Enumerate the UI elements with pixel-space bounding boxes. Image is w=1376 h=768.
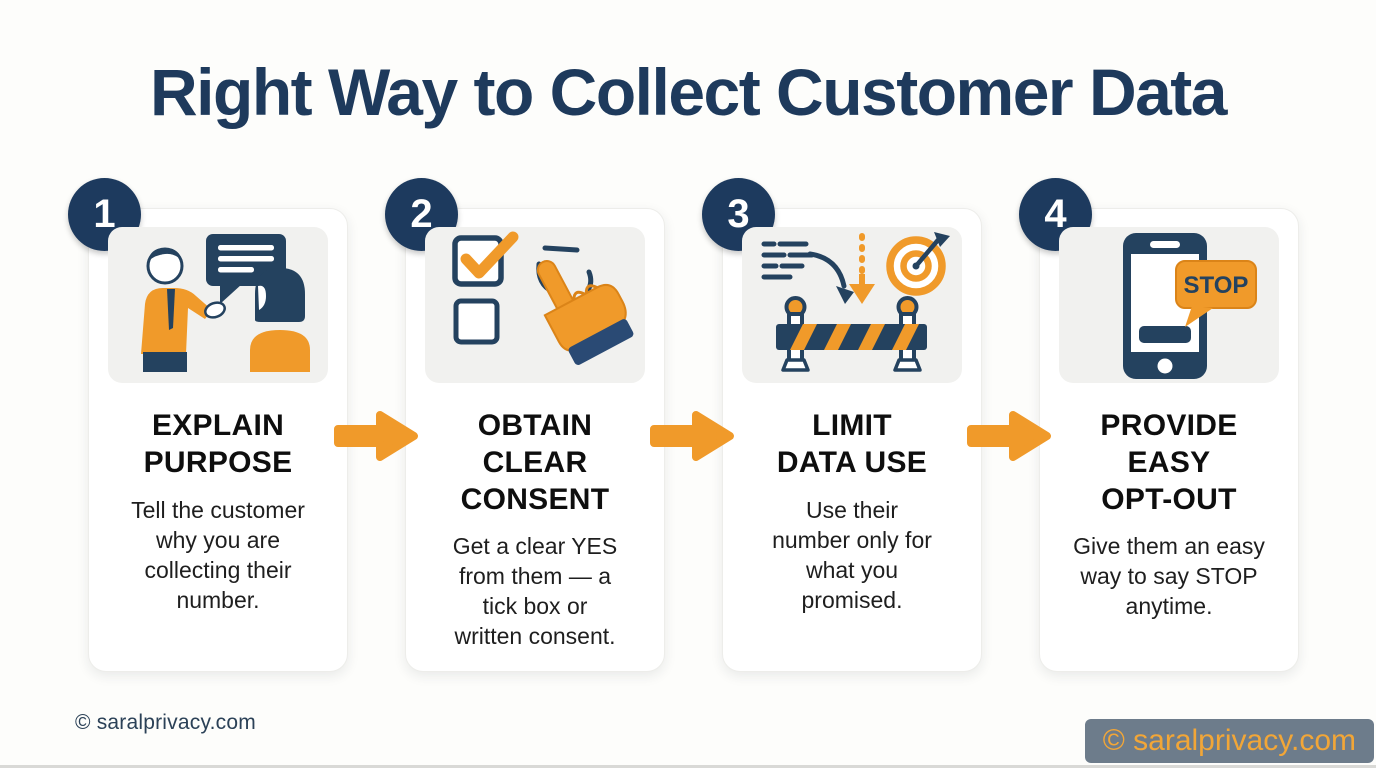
step-4-description: Give them an easy way to say STOP anytim… (1073, 533, 1265, 619)
flow-arrow-1 (332, 404, 420, 468)
page-title: Right Way to Collect Customer Data (150, 55, 1228, 129)
step-2-heading: OBTAIN CLEAR CONSENT (460, 409, 610, 516)
stop-bubble-text: STOP (1184, 272, 1249, 299)
step-3-heading: LIMIT DATA USE (776, 409, 928, 479)
step-3-description: Use their number only for what you promi… (772, 497, 932, 613)
conversation-icon (108, 227, 328, 383)
watermark-badge: © saralprivacy.com (1084, 719, 1374, 763)
step-2-description: Get a clear YES from them — a tick box o… (452, 533, 618, 649)
bottom-edge-strip (0, 765, 1376, 768)
consent-checklist-icon (425, 227, 645, 383)
step-card-2: 2 OBTAIN CLEAR CONSENT Get a clear YES f… (385, 178, 665, 672)
step-card-4: 4 STOP PROVIDE EASY OPT-OUT Give them an… (1019, 178, 1299, 672)
step-1-description: Tell the customer why you are collecting… (131, 497, 305, 613)
copyright-text: © saralprivacy.com (75, 711, 256, 734)
flow-arrow-2 (648, 404, 736, 468)
phone-stop-icon: STOP (1059, 227, 1279, 383)
barrier-limit-icon (742, 227, 962, 383)
step-1-number-badge: 1 (68, 178, 141, 251)
step-card-3: 3 (702, 178, 982, 672)
flow-arrow-3 (965, 404, 1053, 468)
step-card-1: 1 EXPLAIN PURPOSE (68, 178, 348, 672)
step-1-heading: EXPLAIN PURPOSE (143, 409, 293, 479)
step-4-heading: PROVIDE EASY OPT-OUT (1100, 409, 1238, 516)
